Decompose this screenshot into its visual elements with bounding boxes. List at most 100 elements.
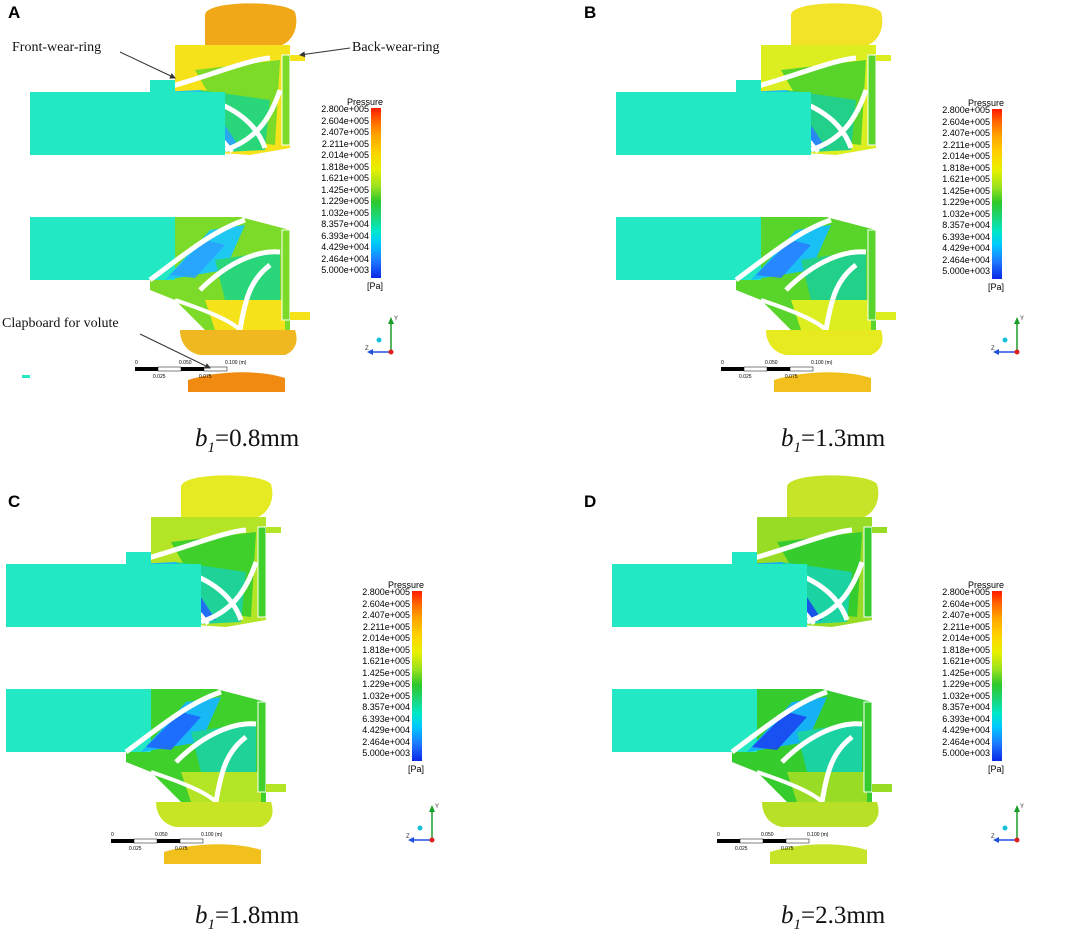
legend-tick: 1.229e+005 [362, 679, 410, 689]
caption-symbol: b [781, 902, 794, 929]
scale-bar: 0 0.050 0.100 (m) 0.025 0.075 [717, 830, 847, 858]
legend-tick: 4.429e+004 [942, 725, 990, 735]
svg-text:0.050: 0.050 [179, 360, 192, 366]
legend-tick: 1.229e+005 [942, 197, 990, 207]
caption-value: =1.8mm [215, 902, 300, 929]
color-bar [412, 591, 422, 761]
caption: b1=2.3mm [781, 902, 885, 934]
legend-tick: 2.014e+005 [362, 633, 410, 643]
scale-bar: 0 0.050 0.100 (m) 0.025 0.075 [721, 358, 851, 386]
pressure-contour [612, 475, 892, 864]
svg-text:Y: Y [435, 804, 439, 810]
panel-letter: D [584, 492, 597, 511]
legend-tick: 2.211e+005 [942, 139, 990, 150]
svg-text:0.050: 0.050 [155, 832, 168, 838]
legend-tick: 2.800e+005 [362, 587, 410, 597]
svg-text:0.100 (m): 0.100 (m) [201, 832, 223, 838]
legend-tick: 1.818e+005 [362, 644, 410, 655]
legend-tick: 2.407e+005 [362, 610, 410, 620]
legend-tick: 1.818e+005 [942, 644, 990, 655]
legend-title: Pressure [387, 580, 424, 590]
legend-tick: 1.032e+005 [942, 690, 990, 701]
svg-text:Z: Z [991, 346, 995, 352]
legend-tick: 1.621e+005 [362, 656, 410, 666]
legend-tick: 5.000e+003 [321, 265, 369, 275]
legend-tick: 1.032e+005 [362, 690, 410, 701]
caption: b1=0.8mm [195, 425, 299, 457]
legend-tick: 4.429e+004 [362, 725, 410, 735]
svg-text:0.100 (m): 0.100 (m) [807, 832, 829, 838]
legend-tick: 6.393e+004 [942, 713, 990, 724]
legend-tick: 2.014e+005 [942, 151, 990, 161]
svg-text:Z: Z [365, 346, 369, 352]
legend-unit: [Pa] [987, 282, 1004, 292]
legend-tick: 2.464e+004 [942, 254, 990, 265]
legend-tick: 2.464e+004 [362, 736, 410, 747]
legend-tick: 2.464e+004 [942, 736, 990, 747]
legend-tick: 8.357e+004 [942, 702, 990, 712]
legend-tick: 2.604e+005 [942, 116, 990, 127]
legend-tick: 1.818e+005 [321, 161, 369, 172]
svg-text:Y: Y [394, 316, 398, 322]
svg-text:0.100 (m): 0.100 (m) [811, 360, 833, 366]
svg-text:0.050: 0.050 [761, 832, 774, 838]
legend-tick: 2.604e+005 [942, 598, 990, 609]
caption-symbol: b [781, 425, 794, 452]
svg-text:0: 0 [717, 832, 720, 838]
caption: b1=1.3mm [781, 425, 885, 457]
color-bar [371, 108, 381, 278]
axis-triad: Y Z [991, 800, 1031, 851]
legend-tick: 5.000e+003 [362, 748, 410, 758]
legend-tick: 6.393e+004 [321, 230, 369, 241]
caption-value: =0.8mm [215, 425, 300, 452]
legend-unit: [Pa] [407, 764, 424, 774]
svg-text:0: 0 [135, 360, 138, 366]
legend-unit: [Pa] [366, 281, 383, 291]
legend-title: Pressure [967, 580, 1004, 590]
legend-tick: 8.357e+004 [321, 219, 369, 229]
svg-text:Y: Y [1020, 316, 1024, 322]
caption-subscript: 1 [207, 440, 216, 456]
legend-tick: 1.032e+005 [942, 208, 990, 219]
legend-tick: 2.604e+005 [321, 115, 369, 126]
legend-tick: 1.032e+005 [321, 207, 369, 218]
legend-tick: 6.393e+004 [942, 231, 990, 242]
legend-tick: 2.407e+005 [942, 610, 990, 620]
legend-tick: 2.407e+005 [942, 128, 990, 138]
svg-text:0.075: 0.075 [199, 374, 212, 380]
svg-text:0.100 (m): 0.100 (m) [225, 360, 247, 366]
pressure-contour [30, 3, 310, 392]
legend-tick: 1.818e+005 [942, 162, 990, 173]
legend-tick: 8.357e+004 [942, 220, 990, 230]
svg-text:Z: Z [991, 834, 995, 840]
legend-tick: 2.407e+005 [321, 127, 369, 137]
panel-letter: A [8, 3, 21, 22]
svg-text:0: 0 [111, 832, 114, 838]
legend-tick: 1.229e+005 [942, 679, 990, 689]
annotation-back-wear-ring: Back-wear-ring [352, 40, 440, 55]
svg-text:0.025: 0.025 [153, 374, 166, 380]
caption-subscript: 1 [793, 917, 802, 933]
svg-text:0.075: 0.075 [785, 374, 798, 380]
caption-subscript: 1 [207, 917, 216, 933]
legend-tick: 1.425e+005 [942, 185, 990, 196]
legend-tick: 2.211e+005 [321, 138, 369, 149]
legend-tick: 1.229e+005 [321, 196, 369, 206]
caption-value: =2.3mm [801, 902, 886, 929]
caption-value: =1.3mm [801, 425, 886, 452]
legend-tick: 2.800e+005 [321, 104, 369, 114]
annotation-clapboard: Clapboard for volute [2, 316, 119, 331]
legend-tick: 1.621e+005 [942, 656, 990, 666]
color-bar [992, 591, 1002, 761]
legend-tick: 1.425e+005 [321, 184, 369, 195]
axis-triad: Y Z [991, 312, 1031, 363]
legend-tick: 1.425e+005 [362, 667, 410, 678]
svg-text:Z: Z [406, 834, 410, 840]
legend-tick: 2.211e+005 [362, 621, 410, 632]
legend-tick: 6.393e+004 [362, 713, 410, 724]
